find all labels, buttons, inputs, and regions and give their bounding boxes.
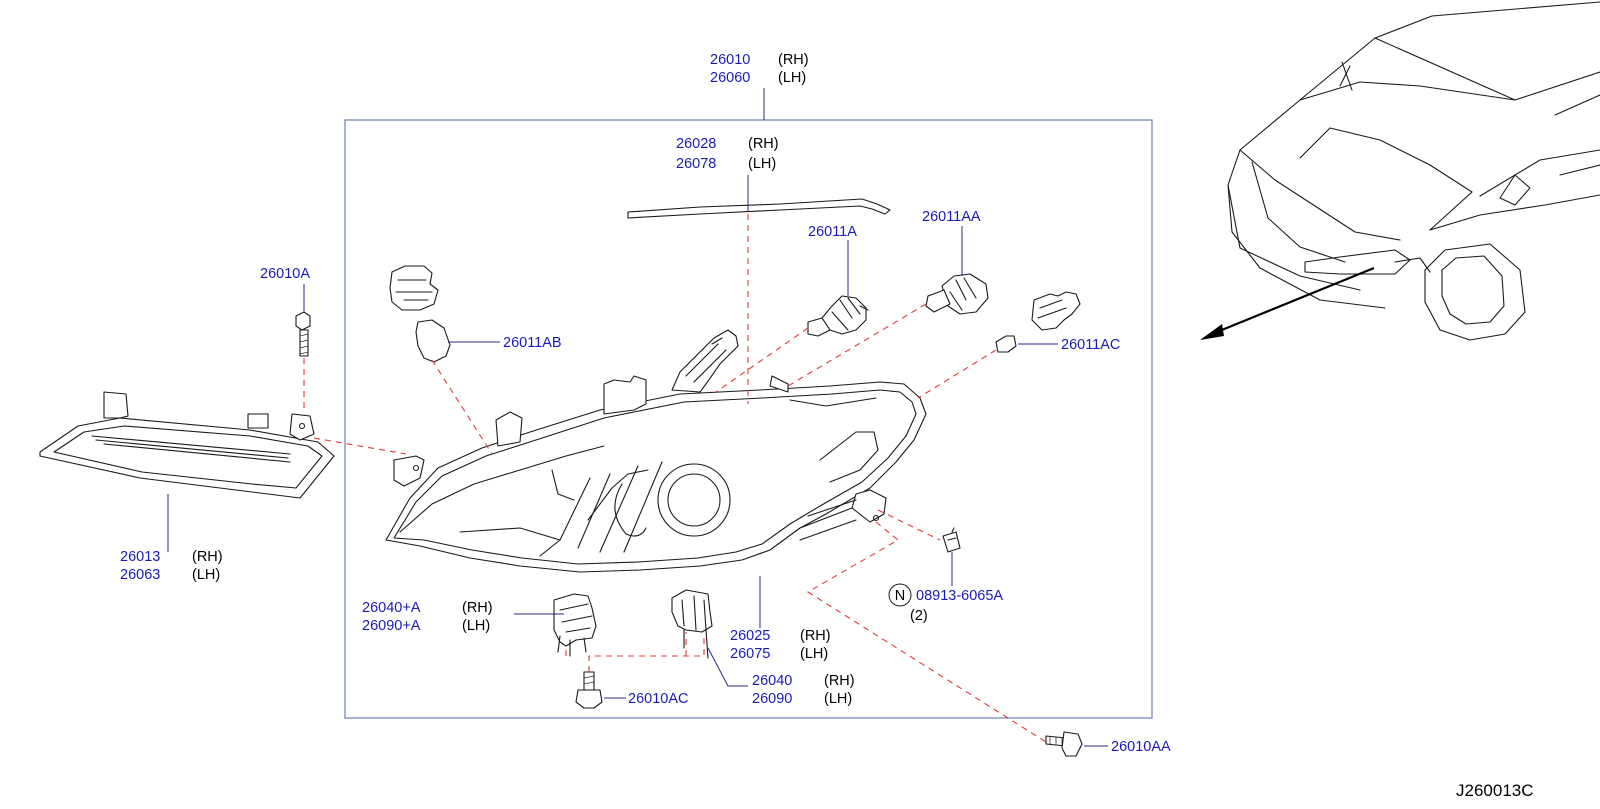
nut-clip-part — [942, 527, 961, 553]
part-number: 26078 — [676, 156, 716, 172]
headlamp-part — [385, 329, 927, 573]
dash-bulb-ac — [917, 349, 997, 399]
callout-bolt-ac: 26010AC — [628, 691, 688, 707]
callout-bracket: 26040 26090 (RH) (LH) — [752, 673, 855, 707]
assembly-frame — [344, 119, 1153, 719]
part-number: 26025 — [730, 628, 770, 644]
part-number: 26013 — [120, 549, 160, 565]
location-arrow — [1211, 266, 1375, 336]
side-label: (LH) — [824, 691, 852, 707]
dash-bracket-link — [565, 632, 687, 656]
callout-bracket-a: 26040+A 26090+A (RH) (LH) — [362, 600, 493, 634]
part-number: 26010AA — [1111, 739, 1171, 755]
side-label: (RH) — [800, 628, 831, 644]
seal-strip — [627, 198, 891, 219]
bulb-ac-part — [995, 291, 1081, 353]
part-number: 26010A — [260, 266, 310, 282]
part-number: 26040 — [752, 673, 792, 689]
location-arrow-head — [1200, 324, 1224, 340]
dash-bolt-ac — [588, 636, 705, 672]
dash-bulb-a — [715, 327, 809, 393]
drawing-code: J260013C — [1456, 781, 1534, 800]
side-label: (LH) — [800, 646, 828, 662]
part-number: 26090+A — [362, 618, 421, 634]
part-number: 26060 — [710, 70, 750, 86]
part-number: 26028 — [676, 136, 716, 152]
part-number: 26011AB — [503, 335, 562, 351]
side-label: (RH) — [748, 136, 779, 152]
callout-bolt-aa: 26010AA — [1111, 739, 1171, 755]
side-label: (RH) — [824, 673, 855, 689]
callout-headlamp-assy: 26010 26060 (RH) (LH) — [710, 52, 809, 86]
side-lamp-part — [39, 391, 335, 499]
callout-lens-housing: 26025 26075 (RH) (LH) — [730, 628, 831, 662]
nut-symbol: N — [895, 588, 905, 604]
side-label: (LH) — [748, 156, 776, 172]
bolt-ac-part — [575, 671, 603, 709]
vehicle-sketch — [1227, 1, 1600, 341]
bulb-ab-part — [389, 265, 451, 363]
dash-bulb-ab — [431, 359, 493, 455]
side-label: (LH) — [462, 618, 490, 634]
side-label: (LH) — [192, 567, 220, 583]
part-number: 26063 — [120, 567, 160, 583]
callout-nut: N 08913-6065A (2) — [888, 583, 1003, 624]
callout-bulb-ac: 26011AC — [1061, 337, 1120, 353]
bracket-part — [671, 589, 713, 659]
callout-bulb-a: 26011A — [808, 224, 857, 240]
part-number: 26011AC — [1061, 337, 1120, 353]
part-number: 26090 — [752, 691, 792, 707]
bolt-aa-part — [1045, 731, 1083, 757]
leader-bracket — [707, 647, 748, 687]
side-label: (RH) — [192, 549, 223, 565]
bolt-a-part — [295, 311, 311, 357]
dash-nut — [877, 509, 941, 541]
part-number: 26011AA — [922, 209, 981, 225]
callout-seal: 26028 26078 (RH) (LH) — [676, 136, 779, 172]
callout-bulb-aa: 26011AA — [922, 209, 981, 225]
part-number: 26075 — [730, 646, 770, 662]
part-number: 26010AC — [628, 691, 688, 707]
callout-bulb-ab: 26011AB — [503, 335, 562, 351]
bulb-a-part — [807, 295, 869, 337]
callout-bolt-a: 26010A — [260, 266, 310, 282]
quantity-label: (2) — [910, 608, 928, 624]
side-label: (RH) — [462, 600, 493, 616]
bulb-aa-part — [925, 273, 989, 315]
side-label: (LH) — [778, 70, 806, 86]
part-number: 26010 — [710, 52, 750, 68]
part-number: 26040+A — [362, 600, 421, 616]
part-number: 26011A — [808, 224, 857, 240]
dash-bulb-aa — [787, 303, 927, 387]
callout-side-lamp: 26013 26063 (RH) (LH) — [120, 549, 223, 583]
dash-side-lamp — [313, 437, 407, 455]
nut-symbol-circle — [888, 583, 912, 607]
bracket-a-part — [553, 593, 597, 657]
dash-bolt-aa — [806, 521, 1047, 743]
part-number: 08913-6065A — [916, 588, 1003, 604]
side-label: (RH) — [778, 52, 809, 68]
